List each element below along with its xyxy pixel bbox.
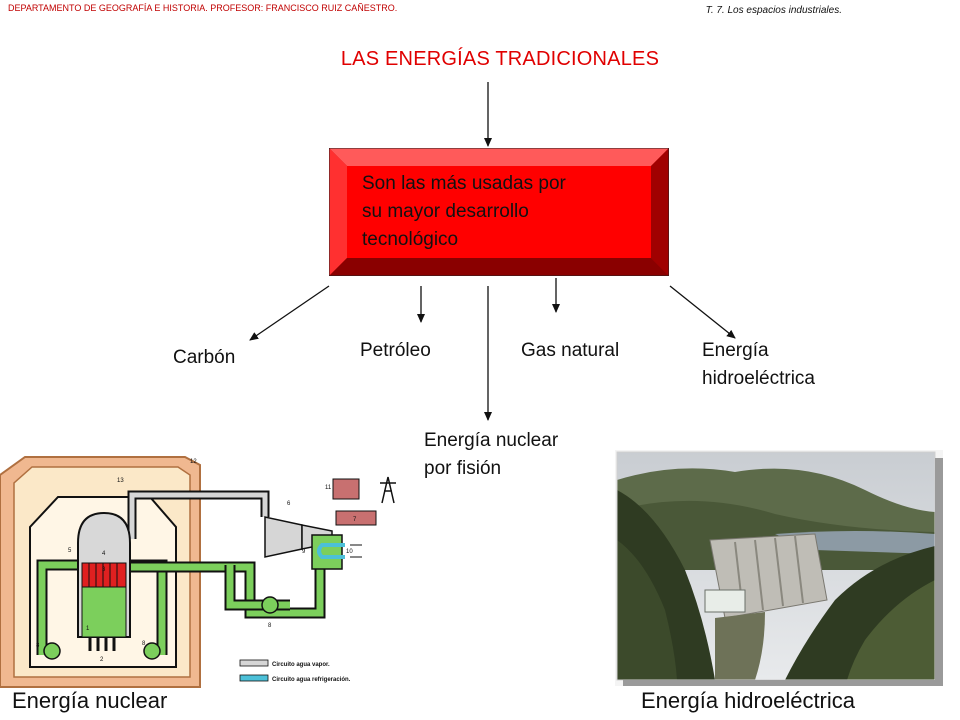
hydroelectric-dam-photo (615, 450, 943, 686)
diagram-number: 3 (102, 567, 106, 573)
diagram-number: 7 (353, 517, 357, 523)
label-hidroelectrica: Energía hidroeléctrica (702, 337, 815, 393)
arrow-to-carbon (249, 285, 330, 341)
diagram-number: 8 (142, 641, 146, 647)
header-topic: T. 7. Los espacios industriales. (705, 5, 842, 16)
diagram-number: 8 (36, 643, 40, 649)
diagram-number: 4 (102, 551, 106, 557)
diagram-number: 9 (302, 549, 306, 555)
header-department: DEPARTAMENTO DE GEOGRAFÍA E HISTORIA. PR… (8, 3, 398, 13)
label-line: Energía nuclear (424, 430, 559, 451)
caption-nuclear: Energía nuclear (12, 688, 168, 713)
central-box (329, 148, 669, 276)
box-line: Son las más usadas por (362, 173, 566, 194)
diagram-number: 10 (346, 549, 353, 555)
diagram-number: 8 (268, 623, 272, 629)
label-line: hidroeléctrica (702, 368, 815, 389)
legend-steam: Circuito agua vapor. (272, 662, 330, 668)
label-line: Energía (702, 340, 769, 361)
slide-title: LAS ENERGÍAS TRADICIONALES (340, 48, 660, 70)
central-box-text: Son las más usadas por su mayor desarrol… (362, 170, 652, 254)
label-line: por fisión (424, 458, 502, 479)
arrow-to-hidro (669, 285, 736, 339)
diagram-number: 13 (117, 478, 124, 484)
label-nuclear-fision: Energía nuclear por fisión (424, 427, 558, 483)
diagram-number: 2 (100, 657, 104, 663)
legend-cooling: Circuito agua refrigeración. (272, 677, 351, 683)
box-line: tecnológico (362, 229, 459, 250)
label-petroleo: Petróleo (360, 340, 431, 361)
diagram-number: 1 (86, 626, 90, 632)
diagram-number: 11 (325, 485, 332, 491)
box-line: su mayor desarrollo (362, 201, 529, 222)
diagram-number: 12 (190, 459, 197, 465)
label-carbon: Carbón (173, 347, 236, 368)
diagram-number: 6 (287, 501, 291, 507)
diagram-number: 5 (68, 548, 72, 554)
label-gas-natural: Gas natural (521, 340, 620, 361)
nuclear-plant-diagram: 12 13 6 11 7 5 4 3 9 10 8 8 8 1 2 Circui… (0, 456, 396, 688)
caption-hydroelectric: Energía hidroeléctrica (641, 688, 856, 713)
